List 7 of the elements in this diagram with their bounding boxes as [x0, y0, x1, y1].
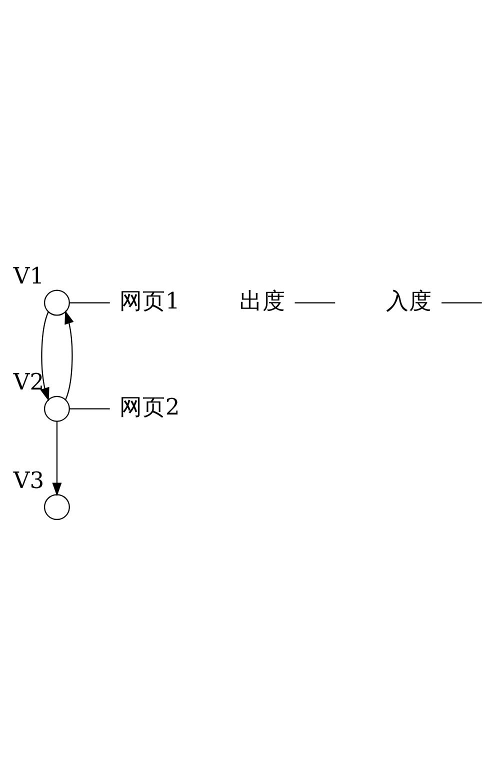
node-text: 网页2 — [119, 394, 180, 420]
node-label: V1 — [13, 263, 44, 290]
node-text: 入度 — [386, 288, 432, 314]
node-label: V3 — [13, 467, 44, 494]
node-text: 出度 — [239, 288, 286, 314]
node-label: V2 — [13, 369, 44, 396]
node-text: 网页1 — [119, 288, 180, 314]
